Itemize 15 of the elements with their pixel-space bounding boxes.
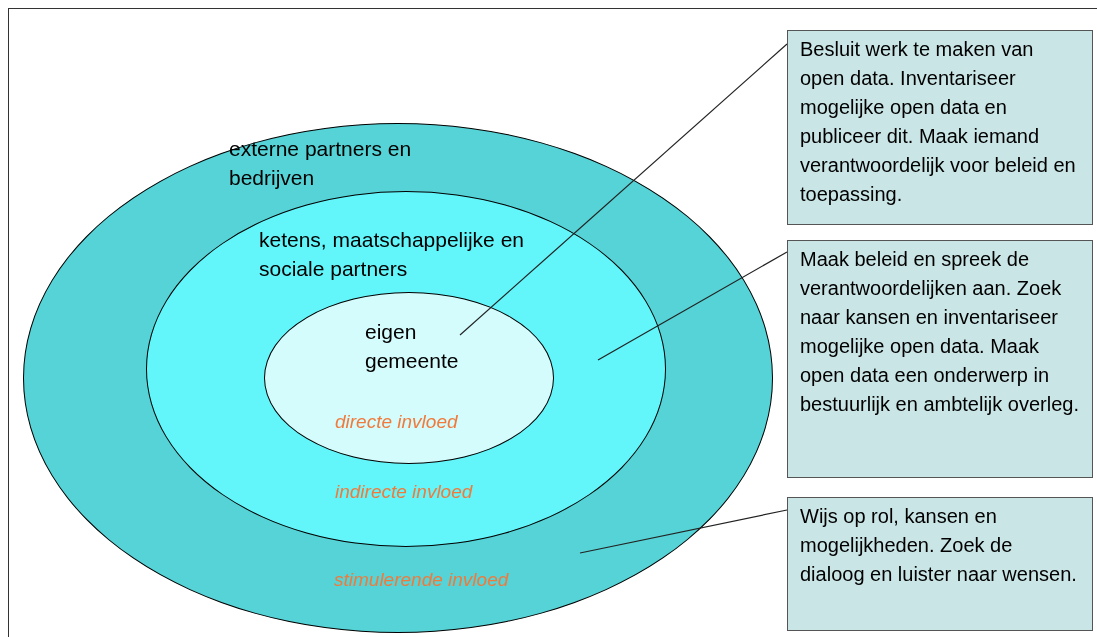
influence-label: stimulerende invloed [334,568,510,592]
leader-line [597,251,788,361]
ring-label: eigen gemeente [365,319,460,374]
note-text: Wijs op rol, kansen en mogelijkheden. Zoek de dialoog en luister naar wensen. [800,504,1078,587]
leader-line [579,509,788,554]
ring-label: ketens, maatschappelijke en sociale partners [259,227,525,282]
influence-label: indirecte invloed [335,480,474,504]
note-box [787,240,1093,478]
note-text: Maak beleid en spreek de verantwoordelijken aan. Zoek naar kansen en inventariseer mogelijke open data. Maak open data een onderwerp in bestuurlijk en ambtelijk overleg. [800,247,1080,417]
influence-label: directe invloed [335,410,459,434]
note-text: Besluit werk te maken van open data. Inventariseer mogelijke open data en publiceer dit. Maak iemand verantwoordelijk voor beleid en toepassing. [800,37,1077,207]
note-box [787,497,1093,631]
ring-label: externe partners en bedrijven [229,136,413,191]
note-box [787,30,1093,225]
leader-line [459,43,788,336]
